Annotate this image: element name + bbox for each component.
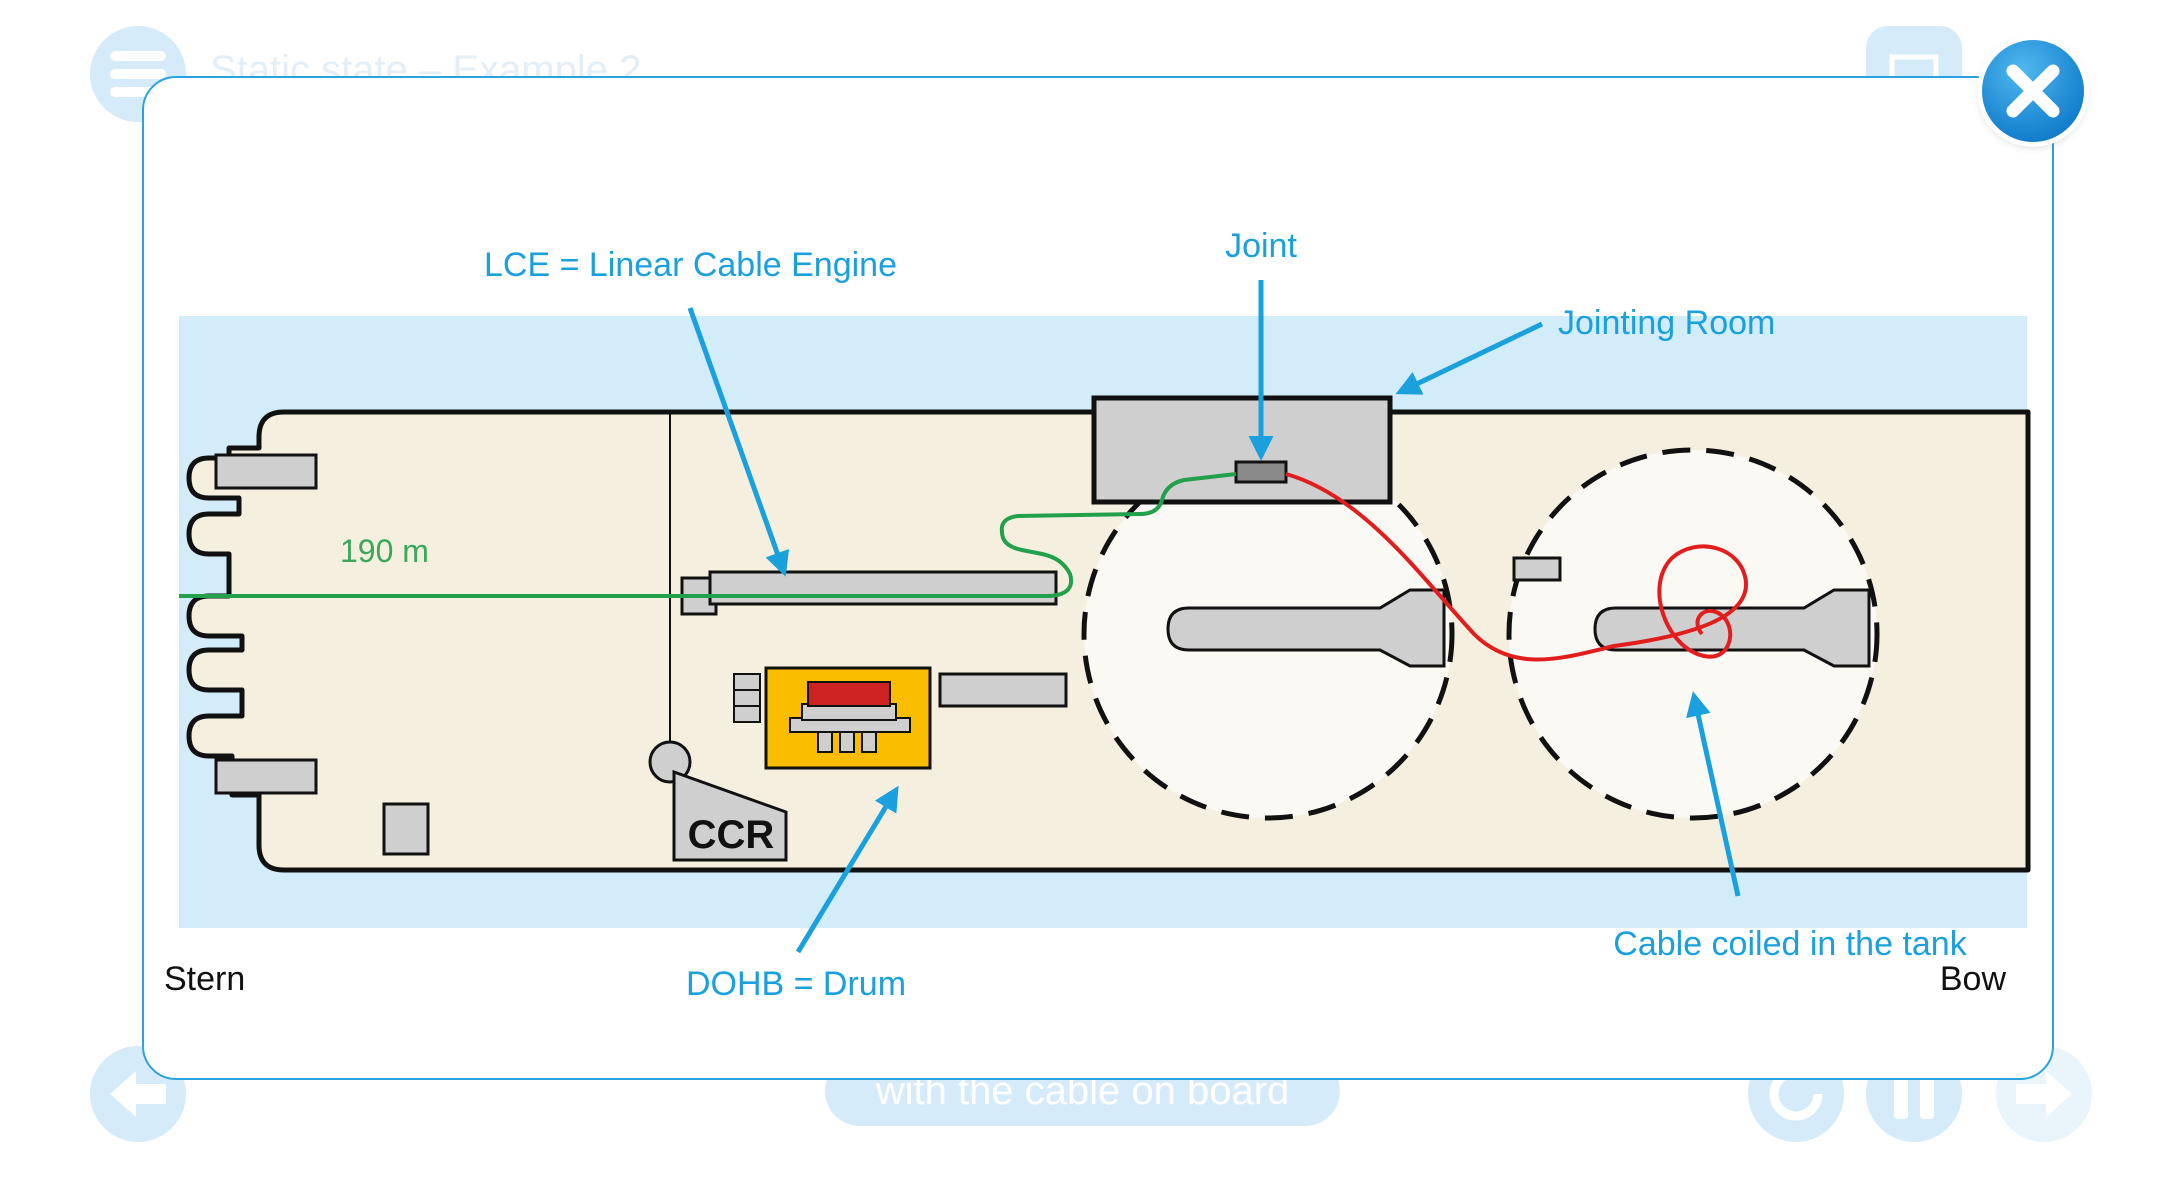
pause-icon <box>1894 1069 1934 1119</box>
tank-arrow <box>1686 691 1741 897</box>
tank-label: Cable coiled in the tank <box>1613 925 1967 963</box>
drum-arrow <box>795 785 899 954</box>
menu-icon <box>110 51 166 97</box>
coiled-cable <box>1285 472 1749 662</box>
ccr-dome <box>648 740 692 784</box>
jointing-room-arrow <box>1395 321 1544 395</box>
lce-body <box>708 570 1058 606</box>
cable-ship-diagram: CCR 190 m <box>164 227 2031 1003</box>
bow-label: Bow <box>1940 960 2007 998</box>
laid-cable <box>179 472 1237 598</box>
tank-2-fitting <box>1512 556 1562 582</box>
stern-fitting-bottom <box>214 758 318 795</box>
close-button[interactable] <box>1982 40 2084 142</box>
drum-side-block <box>733 673 761 723</box>
stern-label: Stern <box>164 960 245 998</box>
joint <box>1234 460 1288 484</box>
close-icon <box>2006 64 2060 118</box>
ccr-label: CCR <box>688 813 775 857</box>
arrow-right-icon <box>2016 1071 2072 1117</box>
jointing-room <box>1091 395 1393 505</box>
length-label: 190 m <box>340 533 429 569</box>
ccr-box <box>672 769 788 862</box>
deck-box <box>382 802 430 856</box>
lce-arrow <box>687 307 790 577</box>
tank-1-core <box>1166 588 1446 668</box>
diagram-modal: CCR 190 m <box>142 76 2054 1080</box>
joint-label: Joint <box>1225 227 1297 265</box>
drum-side-unit <box>938 672 1068 708</box>
drum-coil <box>807 681 891 707</box>
lce-label: LCE = Linear Cable Engine <box>484 246 897 284</box>
jointing-room-label: Jointing Room <box>1558 304 1775 342</box>
menu-button[interactable] <box>90 26 186 122</box>
stern-fitting-top <box>214 453 318 490</box>
arrow-left-icon <box>110 1071 166 1117</box>
drum-label: DOHB = Drum <box>686 965 906 1003</box>
